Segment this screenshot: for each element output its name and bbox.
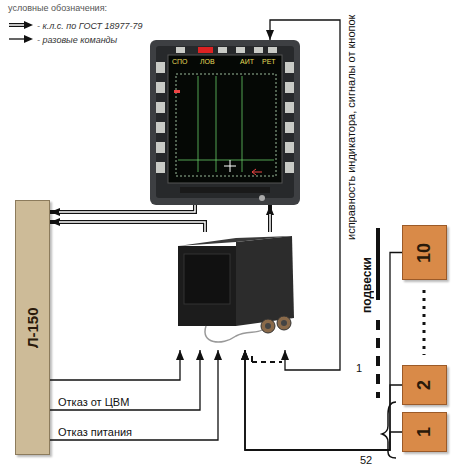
screen-label: АИТ [240,58,254,65]
node-label: 10 [403,226,446,279]
connector-line [50,350,200,410]
edge-label: исправность индикатора, сигналы от кнопо… [344,40,358,240]
legend-sample [8,20,34,30]
group-bracket [376,320,380,398]
display-bottom-strip [180,187,270,193]
group-label: подвески [360,245,374,325]
legend-sample [8,34,34,44]
computer-block: Л-150 [15,200,50,455]
screen-label: СПО [172,58,188,65]
ellipsis-dots [423,290,426,355]
connector [270,20,340,370]
screen-label: РЕТ [262,58,276,65]
connector-inner [59,222,205,232]
screen-label: ЛОВ [200,58,215,65]
legend-line [9,38,26,39]
connector-line [245,350,402,450]
bus-dash [251,356,253,362]
node-label: Л-150 [16,201,49,454]
connector [50,205,195,212]
connector-line [270,20,340,370]
connector [270,205,271,232]
display-buttons [156,47,294,173]
node-label: 2 [403,366,446,404]
display-indicator: СПО ЛОВ АИТ РЕТ [150,40,300,205]
line-number: 1 [356,362,362,374]
connector [245,253,402,451]
connector [50,350,180,380]
legend-line [9,23,26,27]
interface-unit-device [178,236,294,342]
pylon-box: 10 [402,225,447,280]
legend-text: - разовые команды [37,35,117,45]
legend-row: - разовые команды [8,29,117,47]
legend-heading: условные обозначения: [8,3,107,13]
edge-label: Отказ питания [58,426,132,438]
connector-line [245,253,402,451]
display-knob [259,195,265,201]
connector-inner [59,205,195,212]
connector-line [268,205,272,232]
legend-text: - к.л.с. по ГОСТ 18977-79 [37,21,143,31]
connector-line [50,222,205,232]
connector [50,350,218,440]
node-label: 1 [403,413,446,451]
connector-line [50,350,218,440]
connector [245,350,402,450]
connector [50,350,200,410]
legend-row: - к.л.с. по ГОСТ 18977-79 [8,15,143,33]
line-number: 52 [360,454,372,466]
bus-dash [252,361,282,363]
display-screen [168,55,282,183]
group-bracket [376,228,380,300]
legend-arrowhead [24,21,33,29]
connector-inner [269,214,271,232]
screen-graphics [174,74,276,176]
curly-brace [382,402,396,458]
legend-arrowhead [24,35,33,43]
display-warning-lamp [198,47,213,53]
interface-unit [150,232,300,350]
connector [245,350,402,450]
connector-line [50,205,195,212]
connector-line [245,350,402,450]
display-bezel [156,46,294,198]
edge-label: Отказ от ЦВМ [58,396,129,408]
display-frame [150,40,300,205]
pylon-box: 1 [402,412,447,452]
connector-line [50,350,180,380]
legend-line [9,24,25,26]
connector [50,222,205,232]
pylon-box: 2 [402,365,447,405]
